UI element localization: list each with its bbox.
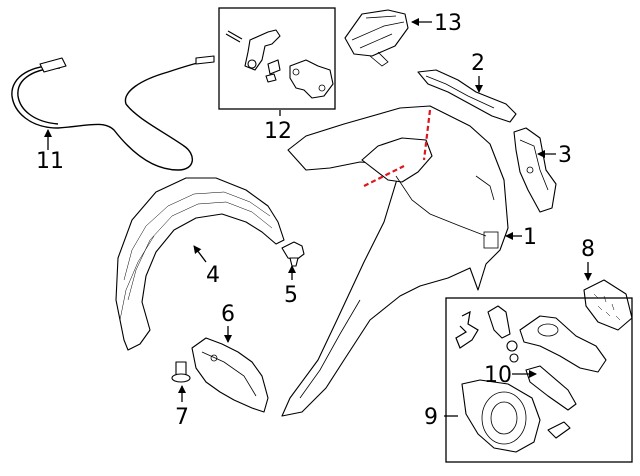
part-3-body: [513, 127, 557, 213]
part-1-arch-edge: [299, 299, 361, 399]
part-12-bracket-hole-a: [292, 68, 300, 76]
part-12-clip: [267, 59, 281, 75]
part-1-outline: [281, 105, 509, 417]
part-3-flange: [519, 139, 549, 191]
part-12-bracket: [289, 59, 334, 99]
callout-10: 10: [484, 363, 512, 388]
part-9-bolt: [547, 421, 571, 439]
part-9-washer-a: [506, 340, 518, 352]
part-12-assembly: [218, 7, 336, 116]
part-9-door-inner: [490, 401, 518, 435]
plate-body: [583, 279, 633, 331]
part-3-hole: [526, 166, 534, 174]
part-5-clip: [281, 241, 305, 280]
part-6-bracket: [191, 326, 269, 413]
liner-rib-3: [119, 235, 155, 321]
callout-6: 6: [221, 302, 235, 327]
callout-11: 11: [36, 149, 64, 174]
clip-stem: [289, 257, 299, 267]
part-3: [513, 127, 557, 213]
callout-2: 2: [471, 51, 485, 76]
cable-end-fitting: [39, 57, 67, 73]
part-4-liner: [115, 177, 285, 351]
callout-9: 9: [424, 405, 438, 430]
liner-rib-2: [123, 191, 271, 281]
part-12-pin: [225, 30, 243, 43]
callout-1: 1: [523, 225, 537, 250]
part-13-body: [344, 9, 409, 57]
part-13-tab: [369, 51, 389, 67]
part-9-spring: [455, 310, 479, 349]
part-9-washer-b: [509, 353, 519, 363]
part-12-bracket-hole-b: [318, 84, 326, 92]
part-12-hinge-hole: [247, 59, 257, 69]
part-1-quarter-panel: [281, 105, 522, 417]
part-9-door: [461, 379, 541, 453]
cable-line-inner: [17, 67, 61, 125]
cut-line-upper: [422, 109, 432, 161]
cable-line: [11, 59, 211, 171]
part-2: [417, 69, 517, 123]
stud-head: [171, 373, 191, 383]
part-1-body-line: [395, 175, 487, 237]
part-9-frame: [445, 297, 633, 463]
part-7-stud: [171, 361, 191, 402]
bracket-crease: [201, 351, 257, 397]
bracket-body: [191, 337, 269, 413]
leader-4: [193, 245, 207, 263]
part-2-crease: [425, 75, 495, 109]
callout-3: 3: [558, 143, 572, 168]
part-9-housing-opening: [537, 323, 559, 337]
part-11-cable: [11, 55, 215, 171]
callout-7: 7: [175, 405, 189, 430]
part-9-housing: [519, 315, 607, 373]
part-8-plate: [583, 262, 633, 331]
part-13-ribs: [351, 15, 405, 49]
part-12-frame: [218, 7, 336, 110]
callout-4: 4: [206, 263, 220, 288]
part-10-striker: [525, 365, 577, 411]
part-12-nut: [265, 73, 277, 83]
part-13: [344, 9, 432, 67]
part-9-door-rim: [481, 391, 527, 445]
callout-labels: 1 2 3 4 5 6 7 8 9 10 11 12 13: [36, 11, 595, 430]
clip-head: [281, 241, 305, 261]
part-1-tail-edge: [475, 175, 495, 201]
cable-end-clip: [195, 55, 215, 65]
plate-marks: [593, 293, 621, 321]
callout-13: 13: [434, 11, 462, 36]
liner-rib-1: [127, 201, 273, 301]
liner-outline: [115, 177, 285, 351]
part-9-assembly: [444, 297, 633, 463]
part-1-tab: [483, 231, 499, 249]
callout-5: 5: [284, 283, 298, 308]
callout-12: 12: [264, 119, 292, 144]
callout-8: 8: [581, 237, 595, 262]
part-9-actuator: [487, 305, 511, 339]
bracket-hole: [210, 354, 218, 362]
part-1-fuel-door-opening: [361, 137, 433, 183]
